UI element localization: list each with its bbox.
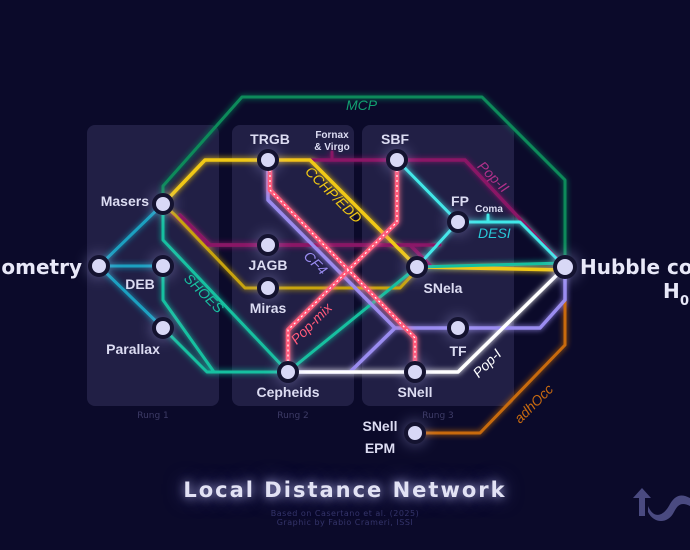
label-cepheids: Cepheids	[256, 384, 319, 400]
line-mcp	[161, 95, 567, 269]
label-coma: Coma	[475, 204, 503, 215]
station-parallax[interactable]	[152, 317, 174, 339]
label-mcp: MCP	[346, 97, 378, 113]
label-trgb: TRGB	[250, 131, 290, 147]
label-snell-epm-2: EPM	[365, 440, 395, 456]
label-snela: SNela	[424, 280, 463, 296]
line-adhocc	[413, 265, 567, 435]
station-masers[interactable]	[152, 193, 174, 215]
label-tf: TF	[449, 343, 467, 359]
rung-3-label: Rung 3	[422, 411, 454, 421]
label-geometry: ometry	[1, 255, 82, 279]
station-snela[interactable]	[406, 256, 428, 278]
label-jagb: JAGB	[249, 257, 288, 273]
station-deb[interactable]	[152, 255, 174, 277]
station-snell[interactable]	[404, 361, 426, 383]
station-tf[interactable]	[447, 317, 469, 339]
label-parallax: Parallax	[106, 341, 160, 357]
station-fp[interactable]	[447, 211, 469, 233]
label-hubble-sub: 0	[680, 294, 689, 309]
line-pop1	[286, 265, 567, 374]
line-popmix-dash	[269, 160, 416, 372]
label-fornax-2: & Virgo	[314, 142, 349, 153]
station-geometry[interactable]	[88, 255, 110, 277]
diagram-title: Local Distance Network	[183, 478, 507, 502]
label-fornax-1: Fornax	[315, 130, 349, 141]
label-hubble-1: Hubble co	[580, 255, 690, 279]
issi-logo-icon	[633, 488, 690, 521]
label-fp: FP	[451, 193, 469, 209]
rung-2-box	[232, 125, 354, 406]
label-snell: SNell	[397, 384, 432, 400]
station-miras[interactable]	[257, 277, 279, 299]
label-adhocc: adhOcc	[511, 381, 556, 426]
station-hubble[interactable]	[553, 255, 577, 279]
credit-source: Based on Casertano et al. (2025)	[270, 509, 420, 518]
station-sbf[interactable]	[386, 149, 408, 171]
rung-1-label: Rung 1	[137, 411, 169, 421]
rung-2-label: Rung 2	[277, 411, 309, 421]
label-hubble-2: H	[663, 279, 680, 303]
station-trgb[interactable]	[257, 149, 279, 171]
stations	[88, 149, 577, 444]
line-cchp	[161, 158, 567, 272]
label-sbf: SBF	[381, 131, 409, 147]
label-deb: DEB	[125, 276, 155, 292]
credit-author: Graphic by Fabio Crameri, ISSI	[276, 518, 414, 527]
label-snell-epm-1: SNell	[362, 418, 397, 434]
label-masers: Masers	[101, 193, 149, 209]
label-desi: DESI	[478, 225, 511, 241]
label-miras: Miras	[250, 300, 287, 316]
station-jagb[interactable]	[257, 234, 279, 256]
station-cepheids[interactable]	[277, 361, 299, 383]
station-snell-epm[interactable]	[404, 422, 426, 444]
line-pop2-mid	[178, 213, 432, 267]
